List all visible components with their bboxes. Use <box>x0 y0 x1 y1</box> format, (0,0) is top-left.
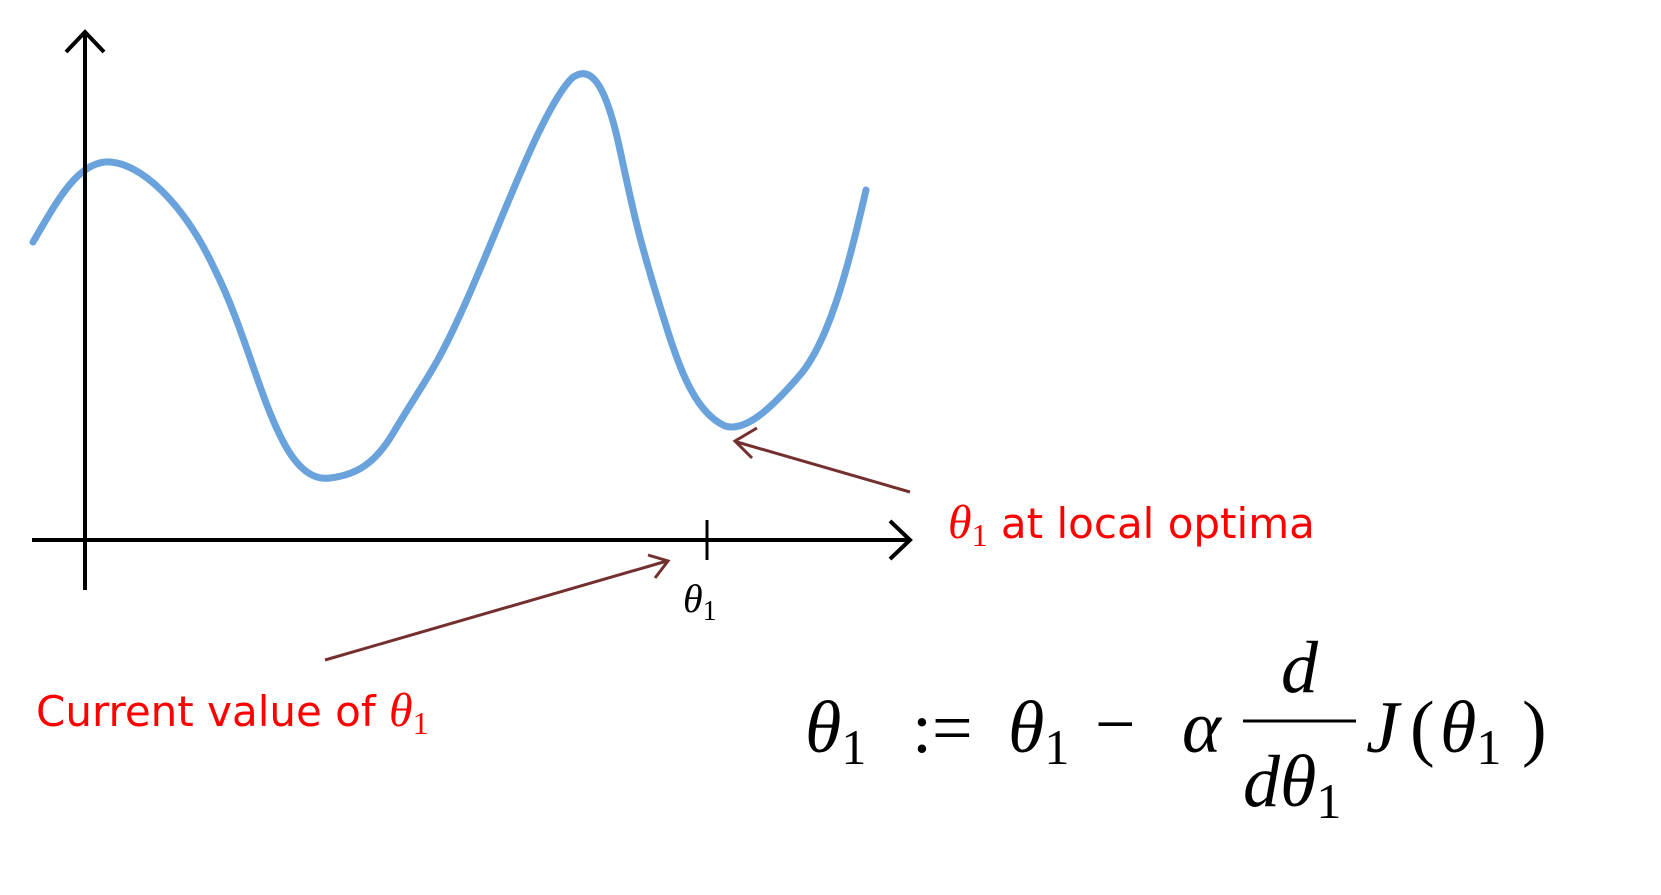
equation-function: J <box>1366 687 1402 769</box>
equation-lhs: θ1 <box>805 687 866 775</box>
x-tick-label: θ1 <box>683 576 717 627</box>
equation-alpha: α <box>1182 687 1223 769</box>
equation-arg: θ1 <box>1440 687 1501 775</box>
equation-denominator: dθ1 <box>1243 741 1341 829</box>
equation-open-paren: ( <box>1410 687 1435 769</box>
y-axis <box>64 29 106 590</box>
local-optima-label: θ1 at local optima <box>948 496 1315 553</box>
equation-close-paren: ) <box>1522 687 1547 769</box>
update-equation: θ1 := θ1 − α d dθ1 J ( θ1 ) <box>805 627 1547 829</box>
cost-curve <box>29 70 870 482</box>
local-optima-arrow <box>732 426 911 494</box>
equation-rhs-theta: θ1 <box>1008 687 1069 775</box>
equation-minus: − <box>1095 684 1136 764</box>
equation-assign: := <box>912 688 973 768</box>
equation-numerator: d <box>1281 627 1319 709</box>
x-axis <box>32 519 913 561</box>
current-value-arrow <box>324 553 671 662</box>
current-value-label: Current value of θ1 <box>36 684 429 741</box>
